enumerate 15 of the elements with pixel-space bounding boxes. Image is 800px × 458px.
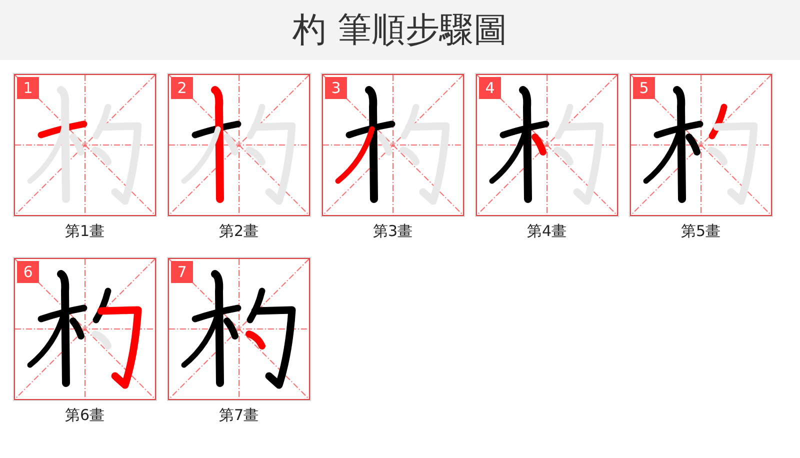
step-caption: 第6畫 — [65, 406, 105, 424]
step-caption: 第2畫 — [219, 222, 259, 240]
page-title: 杓 筆順步驟圖 — [292, 10, 508, 50]
step-number: 6 — [17, 261, 39, 283]
step-number: 5 — [633, 77, 655, 99]
step-caption: 第1畫 — [65, 222, 105, 240]
step-number: 4 — [479, 77, 501, 99]
step-caption: 第3畫 — [373, 222, 413, 240]
step-number: 1 — [17, 77, 39, 99]
step-number: 2 — [171, 77, 193, 99]
step-caption: 第4畫 — [527, 222, 567, 240]
step-number: 7 — [171, 261, 193, 283]
step-caption: 第5畫 — [681, 222, 721, 240]
step-caption: 第7畫 — [219, 406, 259, 424]
step-number: 3 — [325, 77, 347, 99]
